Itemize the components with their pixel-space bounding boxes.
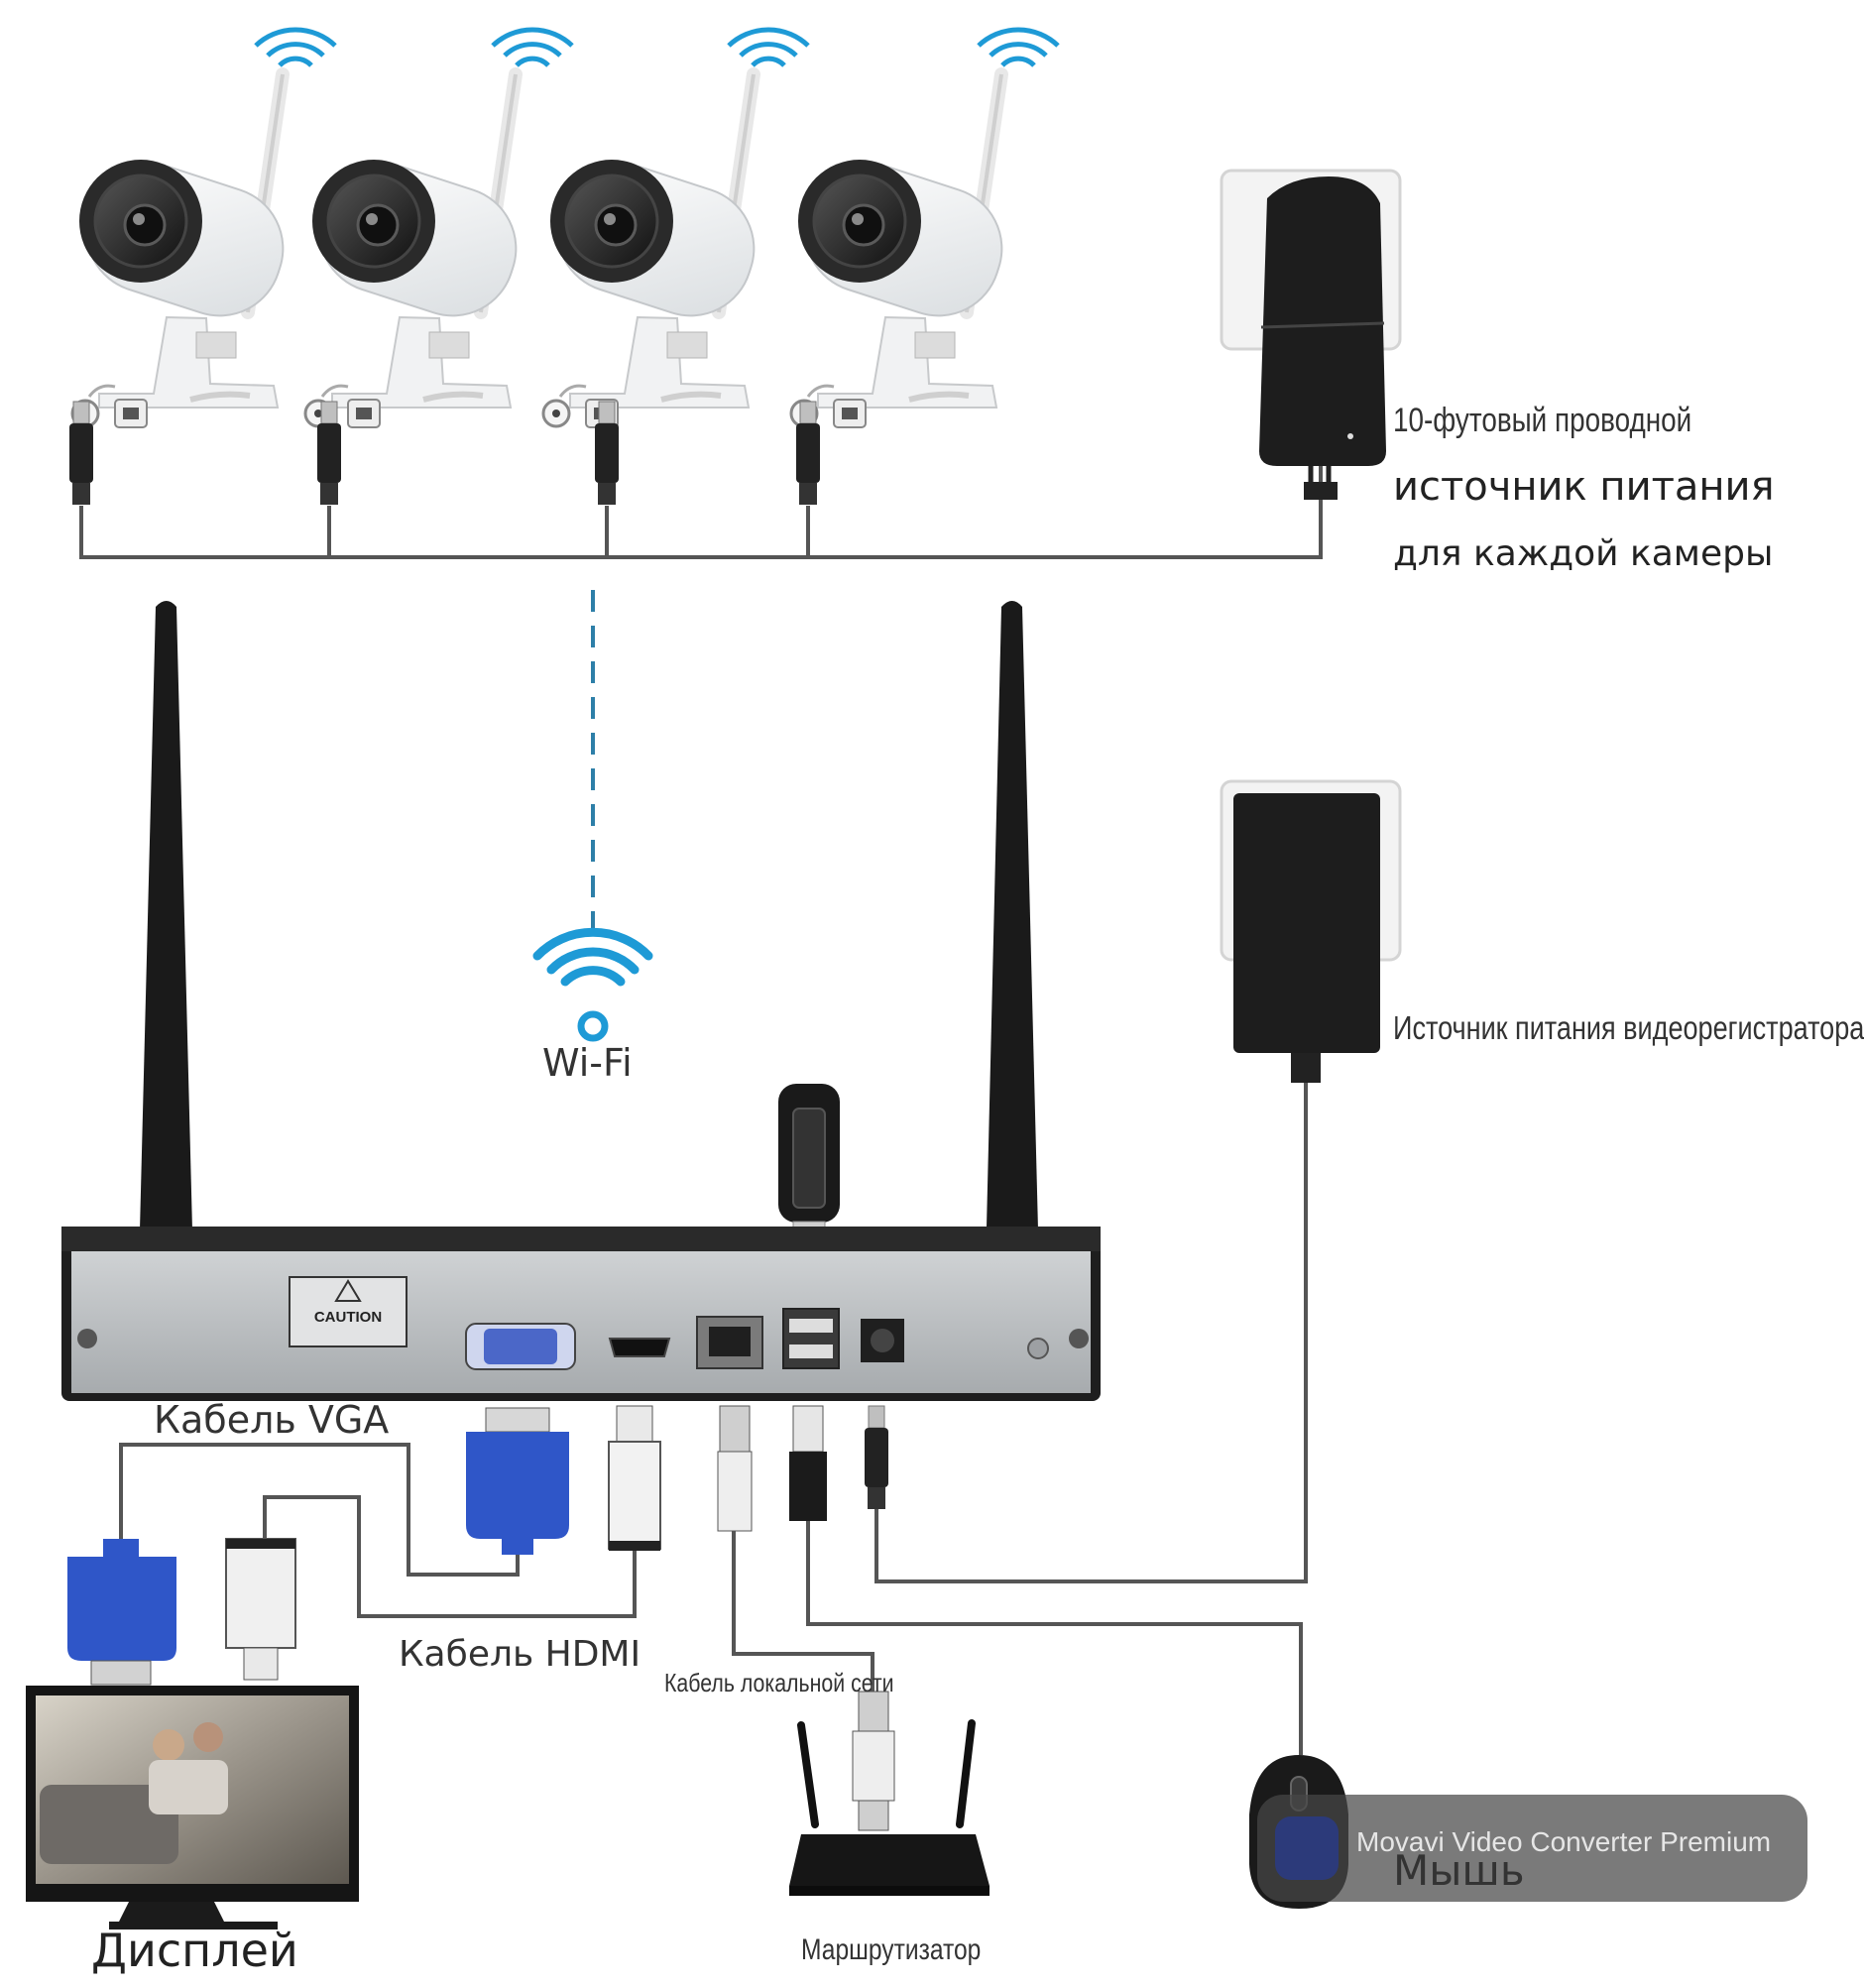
nvr-power-label: Источник питания видеорегистратора (1393, 1009, 1864, 1046)
dc-plug (316, 401, 342, 506)
lan-cable-label: Кабель локальной сети (664, 1668, 894, 1697)
dc-plug (864, 1405, 889, 1510)
app-logo-icon (1275, 1816, 1339, 1880)
caution-label: CAUTION (314, 1309, 382, 1326)
wifi-icon (493, 30, 572, 65)
camera-4 (789, 30, 1017, 427)
antenna-icon (982, 601, 1045, 1309)
vga-connector (67, 1539, 176, 1686)
hdmi-cable (263, 1495, 637, 1618)
mouse-label: Мышь (1393, 1846, 1525, 1895)
vga-cable (119, 1443, 520, 1577)
camera-power-label-line3: для каждой камеры (1393, 533, 1774, 574)
hdmi-cable-label: Кабель HDMI (399, 1634, 641, 1675)
router-label: Маршрутизатор (801, 1933, 982, 1966)
dc-plug (795, 401, 821, 506)
power-adapter-icon (1220, 779, 1402, 1083)
wifi-icon (256, 30, 335, 65)
hdmi-port (608, 1338, 671, 1357)
vga-port (465, 1323, 576, 1370)
lan-cable (732, 1531, 874, 1696)
dc-plug (594, 401, 620, 506)
monitor-icon (26, 1686, 359, 1930)
dc-plug (68, 401, 94, 506)
usb-icon (789, 1405, 827, 1521)
camera-3 (541, 30, 769, 427)
hdmi-connector (225, 1538, 296, 1681)
vga-cable-label: Кабель VGA (154, 1398, 390, 1442)
wifi-label: Wi-Fi (542, 1041, 633, 1085)
power-adapter-icon (1220, 169, 1402, 500)
antenna-icon (135, 601, 198, 1309)
nvr-power-cable (874, 1083, 1308, 1583)
vga-connector (466, 1407, 569, 1555)
lan-connector (717, 1405, 753, 1532)
usb-cable (806, 1521, 1303, 1725)
watermark-text: Movavi Video Converter Premium (1356, 1826, 1772, 1857)
watermark-overlay: Movavi Video Converter Premium (1257, 1795, 1807, 1902)
wifi-icon (979, 30, 1058, 65)
display-label: Дисплей (91, 1924, 298, 1977)
lan-port (696, 1316, 763, 1369)
wifi-icon (729, 30, 808, 65)
camera-1 (70, 30, 298, 427)
usb-ports (782, 1308, 840, 1369)
nvr-device: CAUTION (61, 1227, 1101, 1401)
router-icon (789, 1691, 990, 1896)
camera-power-label-line1: 10-футовый проводной (1393, 402, 1692, 439)
wifi-icon (532, 927, 653, 1042)
dc-power-port (861, 1319, 904, 1362)
camera-2 (303, 30, 531, 427)
camera-power-label-line2: источник питания (1393, 464, 1775, 510)
hdmi-connector (608, 1405, 661, 1551)
camera-power-cable (79, 461, 1323, 559)
